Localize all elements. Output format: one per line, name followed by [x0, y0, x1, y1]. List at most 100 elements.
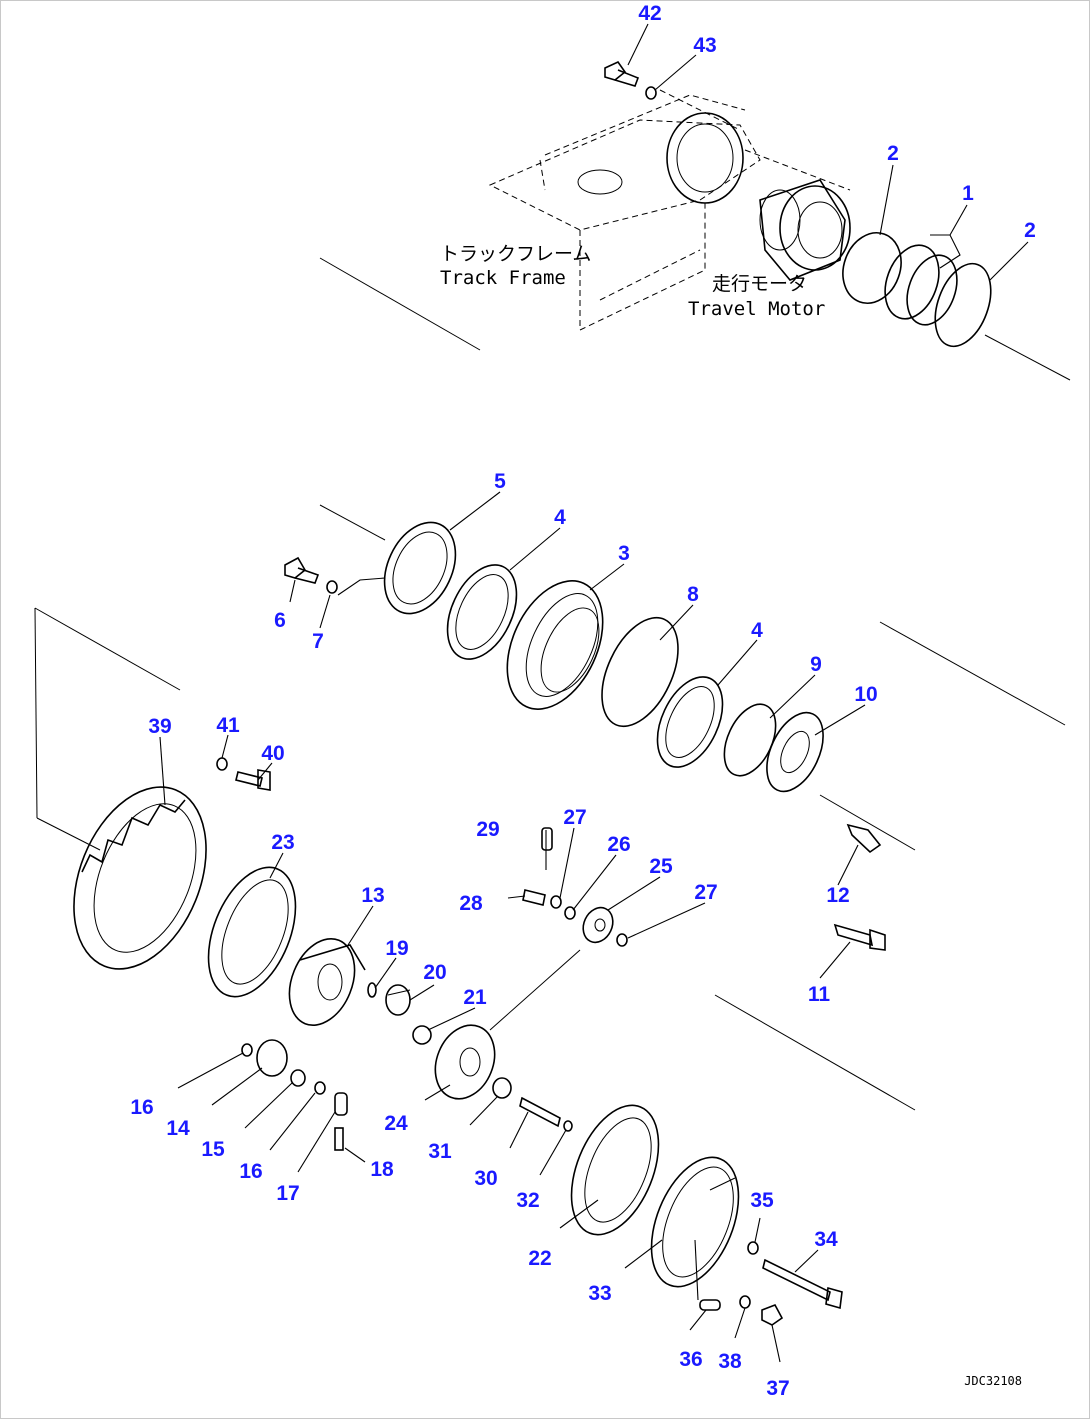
bearing-15	[290, 1069, 306, 1087]
callout-33: 33	[588, 1282, 611, 1305]
hub-3	[506, 580, 604, 710]
shaft-30	[519, 1096, 561, 1128]
callout-4-left: 4	[554, 506, 566, 529]
callout-9: 9	[810, 653, 822, 676]
callout-23: 23	[271, 831, 294, 854]
washer-27a	[550, 895, 562, 909]
callout-26: 26	[607, 833, 630, 856]
bearing-4-right	[656, 676, 724, 768]
callout-11: 11	[808, 983, 831, 1006]
callout-32: 32	[516, 1189, 539, 1212]
callout-12: 12	[826, 884, 849, 907]
washer-41	[216, 757, 228, 771]
bolt-28	[522, 889, 546, 906]
shaft-17	[334, 1092, 348, 1116]
callout-16-left: 16	[130, 1096, 153, 1119]
travel-motor-drawing: 走行モータ Travel Motor	[688, 179, 851, 320]
o-ring-38	[739, 1295, 751, 1309]
pin-36	[699, 1299, 721, 1311]
callout-4-right: 4	[751, 619, 763, 642]
ring-21	[412, 1025, 432, 1045]
gear-14	[256, 1039, 288, 1077]
nut-26	[564, 906, 576, 920]
washer-35	[747, 1241, 759, 1255]
bolt-40	[235, 769, 271, 791]
callout-1: 1	[962, 182, 974, 205]
callout-16-right: 16	[239, 1160, 262, 1183]
seal-10	[766, 711, 824, 793]
bolt-12	[846, 823, 882, 854]
track-frame-label-en: Track Frame	[440, 267, 566, 289]
washer-27b	[616, 933, 628, 947]
callout-42: 42	[638, 2, 661, 25]
callout-27-right: 27	[694, 881, 717, 904]
callout-19: 19	[385, 937, 408, 960]
travel-motor-label-jp: 走行モータ	[712, 273, 807, 295]
ring-9	[723, 703, 777, 777]
centerlines	[34, 257, 1071, 1111]
drawing-code: JDC32108	[964, 1374, 1022, 1388]
callout-3: 3	[618, 542, 630, 565]
callout-20: 20	[423, 961, 446, 984]
callout-15: 15	[201, 1138, 225, 1161]
cover-33	[650, 1156, 740, 1288]
callout-24: 24	[384, 1112, 408, 1135]
gear-25	[582, 906, 614, 944]
bolt-42	[604, 60, 640, 87]
callout-39: 39	[148, 715, 171, 738]
callout-41: 41	[216, 714, 240, 737]
callout-7: 7	[312, 630, 324, 653]
o-ring-8	[601, 616, 679, 728]
plug-37	[761, 1304, 784, 1326]
bolt-11	[833, 923, 886, 951]
callout-14: 14	[166, 1117, 190, 1140]
bolt-6	[284, 556, 320, 584]
leader-lines	[159, 23, 1029, 1363]
callout-40: 40	[261, 742, 284, 765]
callout-35: 35	[750, 1189, 774, 1212]
callout-28: 28	[459, 892, 483, 915]
nut-32	[563, 1120, 573, 1132]
callout-10: 10	[854, 683, 877, 706]
callout-43: 43	[693, 34, 716, 57]
callout-13: 13	[361, 884, 384, 907]
washer-7	[326, 580, 338, 594]
callout-37: 37	[766, 1377, 789, 1400]
ring-19	[367, 982, 377, 998]
callout-labels: 42 43 2 1 2 5 4 3 8 4 9 10 6 7 39 41 40 …	[130, 2, 1036, 1400]
callout-2-upper: 2	[887, 142, 899, 165]
bolt-34	[762, 1258, 843, 1310]
callout-34: 34	[814, 1228, 838, 1251]
washer-16a	[241, 1043, 253, 1057]
callout-30: 30	[474, 1167, 497, 1190]
callout-36: 36	[679, 1348, 702, 1371]
washer-16b	[314, 1081, 326, 1095]
pin-18	[334, 1127, 344, 1151]
callout-18: 18	[370, 1158, 394, 1181]
carrier-24	[434, 1024, 496, 1100]
planet-gear-20	[385, 984, 411, 1016]
track-frame-drawing: トラックフレーム Track Frame	[440, 89, 851, 331]
callout-22: 22	[528, 1247, 551, 1270]
seal-rings	[842, 232, 992, 348]
callout-31: 31	[428, 1140, 452, 1163]
callout-21: 21	[463, 986, 487, 1009]
ring-gear-23	[207, 866, 297, 998]
callout-5: 5	[494, 470, 506, 493]
callout-29: 29	[476, 818, 499, 841]
callout-38: 38	[718, 1350, 742, 1373]
sprocket-39	[73, 786, 207, 970]
callout-25: 25	[649, 855, 673, 878]
bearing-4-left	[446, 564, 518, 660]
track-frame-label-jp: トラックフレーム	[440, 243, 591, 265]
carrier-13	[288, 937, 366, 1027]
ring-gear-22	[570, 1104, 660, 1236]
callout-27-upper: 27	[563, 806, 586, 829]
washer-43	[645, 86, 657, 100]
callout-17: 17	[276, 1182, 299, 1205]
travel-motor-label-en: Travel Motor	[688, 298, 825, 320]
pin-29	[541, 827, 553, 851]
callout-2-right: 2	[1024, 219, 1036, 242]
ring-31	[492, 1077, 512, 1099]
